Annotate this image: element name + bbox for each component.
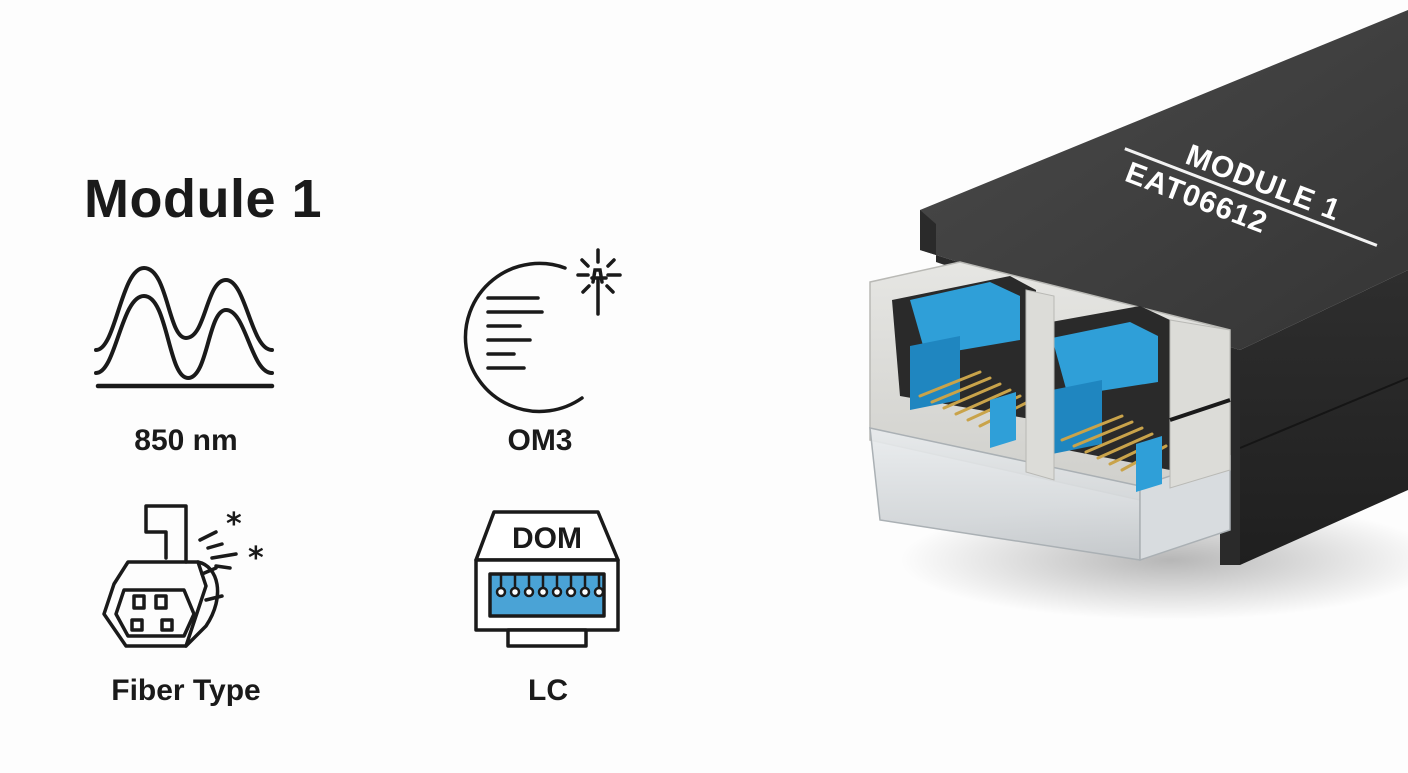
port-1 xyxy=(892,276,1036,448)
waveform-icon xyxy=(94,265,275,389)
spec-fiber-mode-label: OM3 xyxy=(507,424,573,457)
dom-transceiver-icon: DOM xyxy=(474,510,620,648)
spec-fiber-type-label: Fiber Type xyxy=(111,674,261,707)
transceiver-module-image: MODULE 1 EAT06612 xyxy=(840,0,1408,768)
port-2 xyxy=(1040,306,1170,492)
page-title: Module 1 xyxy=(84,169,323,229)
fiber-connector-icon: * * xyxy=(102,504,264,648)
spec-fiber-type: * * Fiber Type xyxy=(76,496,296,706)
spec-connector-label: LC xyxy=(528,674,568,707)
svg-text:*: * xyxy=(226,507,242,542)
spec-wavelength-label: 850 nm xyxy=(134,424,238,457)
spec-fiber-mode: OM3 xyxy=(430,240,650,456)
spec-connector: DOM LC xyxy=(438,500,658,706)
dom-icon-text: DOM xyxy=(512,522,582,555)
multimode-fiber-icon xyxy=(463,248,622,414)
svg-text:*: * xyxy=(248,541,264,576)
spec-wavelength: 850 nm xyxy=(76,258,296,456)
